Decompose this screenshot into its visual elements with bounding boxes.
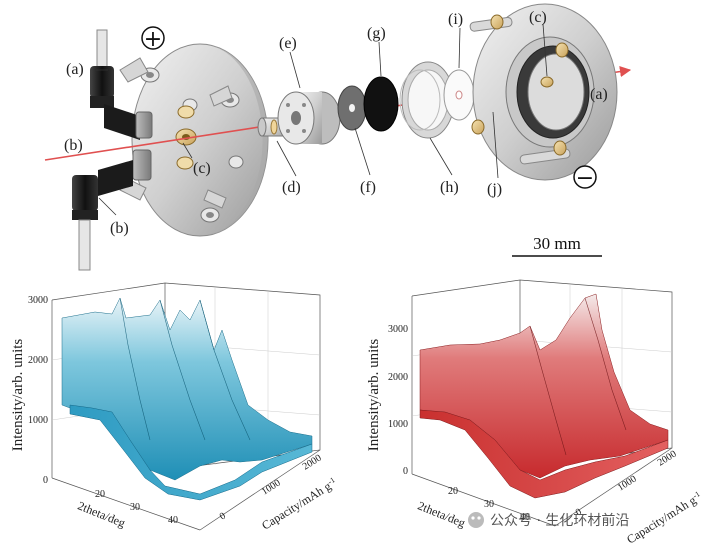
label-b-top: (b) (64, 137, 83, 154)
ring-holder (399, 61, 455, 139)
separator-disc (337, 85, 367, 131)
right-flange-rods (469, 14, 571, 165)
plot-right-ylabel: Intensity/arb. units (366, 339, 382, 452)
label-f: (f) (360, 179, 376, 196)
label-b-bottom: (b) (110, 220, 129, 237)
svg-text:1000: 1000 (260, 478, 283, 498)
svg-text:30: 30 (484, 499, 494, 510)
svg-text:0: 0 (218, 511, 228, 523)
component-labels (96, 23, 548, 216)
svg-text:+: + (144, 27, 162, 52)
plot-right-ridges (529, 297, 627, 456)
plot-left-theta-ticks: 20 30 40 (95, 489, 178, 526)
label-e: (e) (279, 35, 297, 52)
plot-right-theta-ticks: 20 30 40 (448, 486, 530, 523)
plot-left-yticks: 3000 2000 1000 0 (28, 295, 48, 486)
svg-text:40: 40 (520, 512, 530, 523)
svg-text:1000: 1000 (616, 474, 639, 494)
svg-text:2000: 2000 (388, 372, 408, 383)
svg-text:3000: 3000 (28, 295, 48, 306)
scale-bar: 30 mm (512, 234, 602, 257)
svg-text:1000: 1000 (388, 419, 408, 430)
scale-bar-label: 30 mm (533, 234, 581, 253)
left-flange (119, 43, 269, 237)
svg-text:40: 40 (168, 515, 178, 526)
plot-right-yticks: 3000 2000 1000 0 (388, 324, 408, 477)
plot-right-surface-back (419, 293, 669, 479)
svg-text:−: − (576, 166, 594, 191)
label-h: (h) (440, 179, 459, 196)
label-d: (d) (282, 179, 301, 196)
plot-left-surface-back (61, 297, 313, 481)
negative-terminal-icon: − (573, 165, 597, 191)
label-i: (i) (448, 11, 463, 28)
svg-text:20: 20 (448, 486, 458, 497)
plot-right-zlabel: Capacity/mAh g-1 (624, 489, 704, 546)
positive-terminal-icon: + (141, 26, 165, 52)
label-c-right: (c) (529, 9, 547, 26)
svg-text:1000: 1000 (28, 415, 48, 426)
watermark-text: 公众号 · 生化环材前沿 (490, 512, 629, 529)
svg-text:2000: 2000 (301, 453, 324, 473)
plot-left-ylabel: Intensity/arb. units (10, 339, 26, 452)
plot-right-xlabel: 2theta/deg (416, 498, 468, 530)
gas-fitting-bottom (72, 149, 152, 271)
watermark: 公众号 · 生化环材前沿 (468, 512, 629, 529)
svg-text:30: 30 (130, 502, 140, 513)
gas-fitting-top (90, 29, 153, 140)
label-j: (j) (487, 181, 502, 198)
svg-text:0: 0 (403, 466, 408, 477)
label-a-right: (a) (590, 86, 608, 103)
exploded-cell-diagram: + − (a) (a) (b) (b) (c) (c) (d) (e) (f) (44, 3, 632, 271)
spacer-block (277, 91, 341, 145)
plot-left-xlabel: 2theta/deg (76, 498, 128, 530)
svg-text:0: 0 (43, 475, 48, 486)
label-c-left: (c) (193, 160, 211, 177)
svg-text:0: 0 (574, 507, 584, 519)
plot-left-ridges (119, 297, 251, 441)
svg-text:20: 20 (95, 489, 105, 500)
xrd-plot-right: 3000 2000 1000 0 Intensity/arb. units 2t… (366, 279, 704, 547)
svg-text:2000: 2000 (28, 355, 48, 366)
label-a-left: (a) (66, 61, 84, 78)
plot-left-surface-front (69, 404, 313, 501)
label-g: (g) (367, 25, 386, 42)
window-disc (443, 69, 475, 121)
right-flange (469, 3, 618, 181)
electrode-disc (363, 76, 399, 132)
xrd-plot-left: 3000 2000 1000 0 Intensity/arb. units 2t… (10, 282, 337, 533)
plot-right-surface-front (419, 409, 669, 499)
svg-text:3000: 3000 (388, 324, 408, 335)
